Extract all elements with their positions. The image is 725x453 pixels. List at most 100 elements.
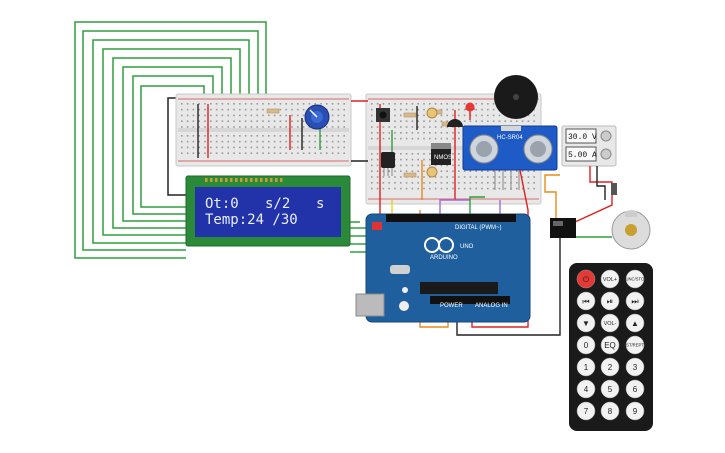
- breadboard-hole: [331, 140, 334, 143]
- remote-key-label: ▼: [582, 319, 590, 328]
- breadboard-hole: [434, 126, 437, 128]
- remote-key-vol-plus[interactable]: VOL+: [600, 269, 620, 289]
- breadboard-hole: [244, 114, 247, 117]
- breadboard-hole: [411, 182, 414, 184]
- breadboard-hole: [463, 108, 466, 111]
- remote-key-4[interactable]: 4: [576, 379, 596, 399]
- breadboard-hole: [481, 170, 483, 172]
- breadboard-hole: [239, 114, 241, 117]
- breadboard-hole: [291, 152, 293, 154]
- breadboard-hole: [285, 135, 287, 137]
- breadboard-hole: [256, 108, 258, 111]
- remote-key-prev[interactable]: ⏮: [576, 291, 596, 311]
- breadboard-hole: [423, 158, 425, 161]
- push-button[interactable]: [376, 108, 390, 122]
- breadboard-hole: [405, 164, 408, 167]
- breadboard-hole: [498, 170, 501, 172]
- breadboard-hole: [521, 120, 524, 122]
- remote-key-2[interactable]: 2: [600, 357, 620, 377]
- breadboard-hole: [250, 108, 253, 111]
- remote-key-label: FUNC/STOP: [623, 276, 647, 281]
- remote-key-next[interactable]: ⏭: [625, 291, 645, 311]
- remote-key-6[interactable]: 6: [625, 379, 645, 399]
- breadboard-hole: [320, 152, 322, 154]
- breadboard-hole: [308, 146, 311, 149]
- breadboard-hole: [337, 103, 340, 105]
- breadboard-hole: [405, 103, 408, 105]
- breadboard-hole: [337, 146, 340, 149]
- breadboard-hole: [331, 114, 334, 117]
- breadboard-hole: [394, 132, 396, 134]
- mosfet-label: NMOS: [434, 155, 452, 161]
- remote-key-label: 6: [633, 385, 638, 394]
- lcd-pin: [205, 178, 208, 182]
- remote-key-8[interactable]: 8: [600, 401, 620, 421]
- breadboard-hole: [256, 114, 258, 117]
- remote-key-eq[interactable]: EQ: [600, 335, 620, 355]
- breadboard-hole: [458, 153, 460, 155]
- breadboard-hole: [326, 146, 328, 149]
- breadboard-hole: [458, 170, 460, 172]
- switch[interactable]: [611, 183, 617, 195]
- lcd-pin: [220, 178, 223, 182]
- breadboard-hole: [458, 103, 460, 105]
- breadboard-hole: [371, 170, 373, 172]
- breadboard-hole: [527, 170, 530, 172]
- remote-key-play-pause[interactable]: ⏯: [600, 291, 620, 311]
- remote-key-9[interactable]: 9: [625, 401, 645, 421]
- breadboard-hole: [475, 176, 477, 178]
- remote-key-vol-minus[interactable]: VOL-: [600, 313, 620, 333]
- breadboard-hole: [516, 176, 518, 178]
- lcd-wires: [74, 21, 360, 259]
- remote-key-7[interactable]: 7: [576, 401, 596, 421]
- remote-key-func-stop[interactable]: FUNC/STOP: [623, 269, 647, 289]
- breadboard-hole: [400, 176, 402, 178]
- breadboard-hole: [308, 140, 311, 143]
- breadboard-hole: [388, 187, 390, 190]
- remote-key-label: VOL-: [604, 321, 617, 327]
- breadboard-hole: [186, 103, 189, 105]
- potentiometer[interactable]: [304, 104, 330, 130]
- breadboard-hole: [221, 126, 224, 128]
- remote-key-st-rept[interactable]: ST/REPT: [625, 335, 644, 355]
- breadboard-hole: [429, 132, 431, 134]
- breadboard-hole: [440, 137, 443, 140]
- breadboard-hole: [302, 146, 305, 149]
- breadboard-hole: [382, 170, 385, 172]
- breadboard-hole: [291, 108, 293, 111]
- breadboard-hole: [343, 108, 345, 111]
- remote-key-power[interactable]: ⏻: [576, 269, 596, 289]
- breadboard-hole: [291, 126, 293, 128]
- breadboard-hole: [285, 126, 287, 128]
- arduino-logo: UNO: [460, 244, 474, 250]
- breadboard-hole: [516, 187, 518, 190]
- breadboard-hole: [458, 176, 460, 178]
- breadboard-hole: [487, 108, 489, 111]
- remote-key-5[interactable]: 5: [600, 379, 620, 399]
- remote-key-up[interactable]: ▲: [625, 313, 645, 333]
- breadboard-hole: [192, 108, 195, 111]
- breadboard-hole: [481, 176, 483, 178]
- remote-key-label: ⏻: [583, 275, 590, 284]
- breadboard-hole: [337, 152, 340, 154]
- breadboard-hole: [337, 140, 340, 143]
- breadboard-hole: [244, 140, 247, 143]
- breadboard-hole: [198, 108, 200, 111]
- breadboard-hole: [285, 108, 287, 111]
- breadboard-hole: [186, 152, 189, 154]
- remote-key-3[interactable]: 3: [625, 357, 645, 377]
- remote-key-label: EQ: [604, 341, 616, 350]
- remote-key-1[interactable]: 1: [576, 357, 596, 377]
- breadboard-hole: [297, 114, 299, 117]
- remote-key-0[interactable]: 0: [576, 335, 596, 355]
- breadboard-hole: [262, 103, 264, 105]
- remote-key-down[interactable]: ▼: [576, 313, 596, 333]
- lcd-line2: Temp:24 /30: [205, 212, 298, 228]
- breadboard-hole: [417, 153, 419, 155]
- breadboard-hole: [533, 187, 535, 190]
- breadboard-hole: [400, 132, 402, 134]
- ultrasonic-sensor: HC-SR04: [462, 125, 558, 190]
- breadboard-hole: [343, 120, 345, 122]
- breadboard-hole: [371, 182, 373, 184]
- breadboard-hole: [394, 137, 396, 140]
